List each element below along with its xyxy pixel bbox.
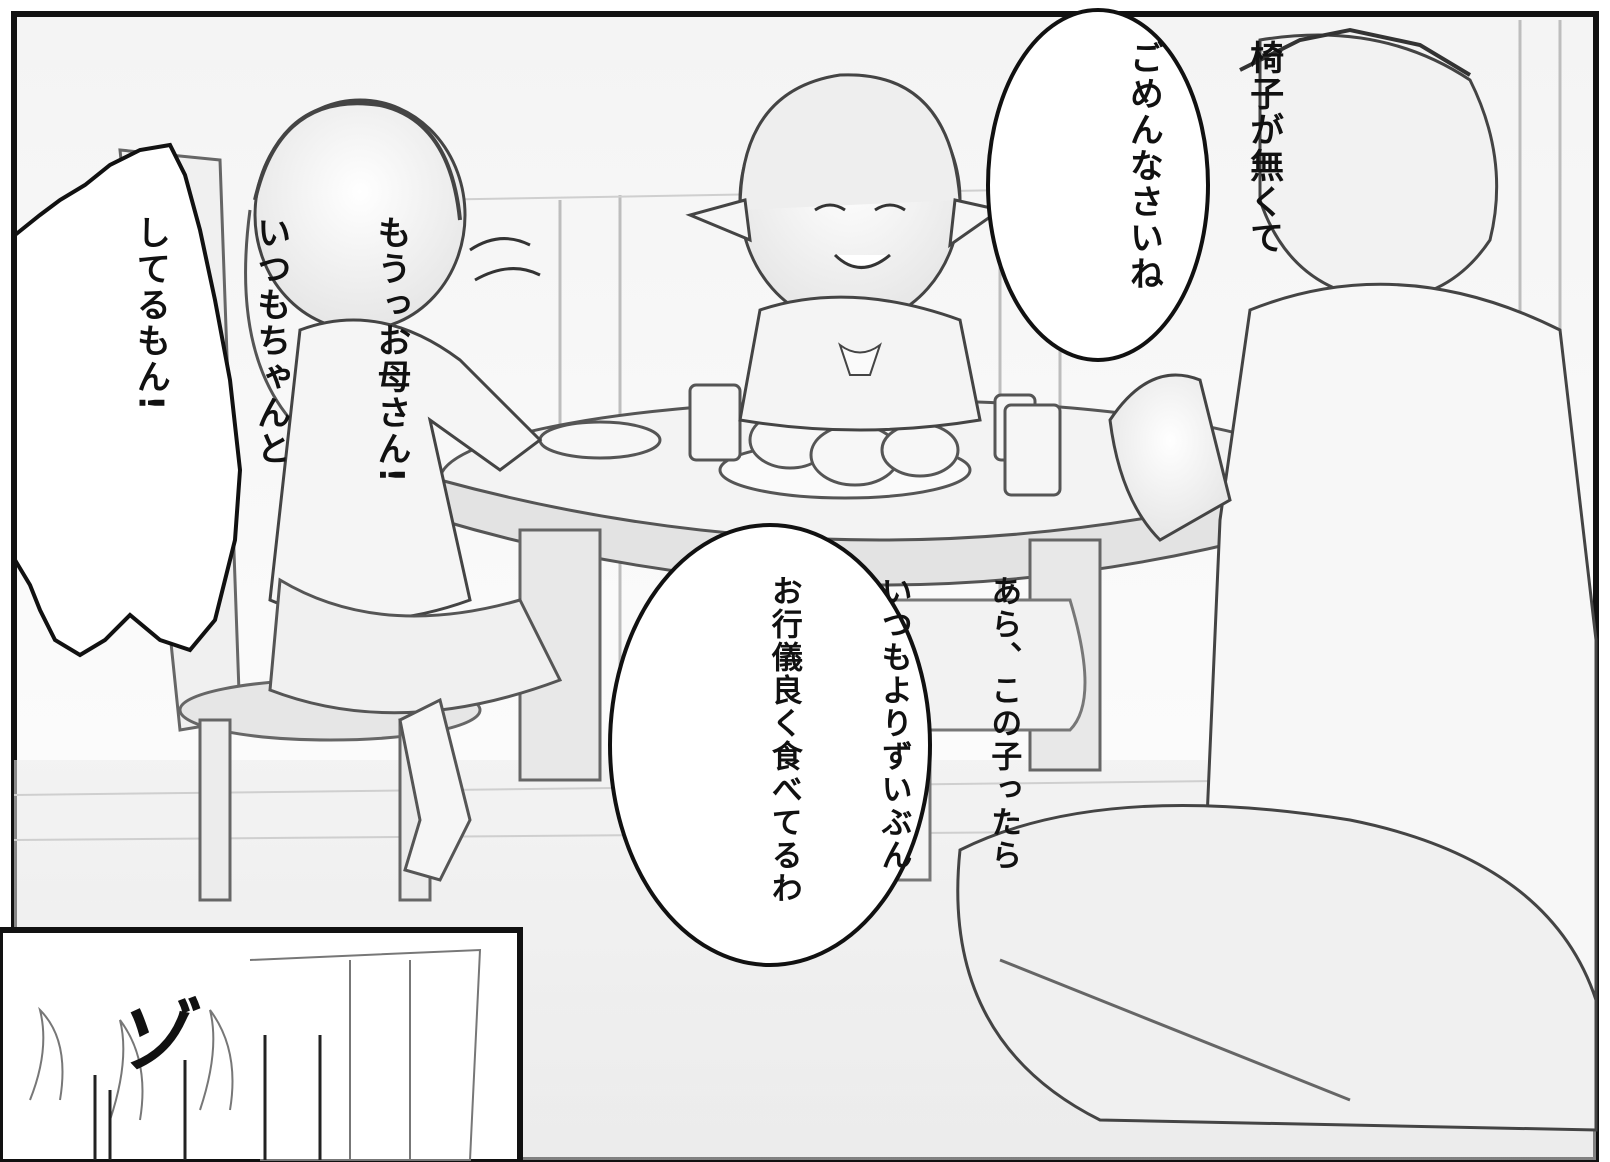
man-back — [956, 27, 1598, 1132]
balloon-line: してるもん! — [130, 215, 171, 413]
balloon-line: あら、この子ったら — [985, 575, 1022, 872]
balloon-line: いつもよりずいぶん — [875, 575, 912, 872]
balloon-center — [608, 523, 932, 967]
balloon-line: ごめんなさいね — [1123, 40, 1164, 292]
balloon-left-text: もうっお母さん! いつもちゃんと してるもん! — [50, 215, 491, 635]
balloon-top-right-text: 椅子が無くて ごめんなさいね — [1043, 40, 1364, 340]
balloon-line: 椅子が無くて — [1243, 40, 1284, 256]
balloon-center-text: あら、この子ったら いつもよりずいぶん お行儀良く食べてるわ — [692, 575, 1094, 935]
balloon-top-right — [986, 8, 1210, 362]
balloon-left — [13, 142, 243, 658]
balloon-line: お行儀良く食べてるわ — [765, 575, 802, 905]
balloon-line: もうっお母さん! — [370, 215, 411, 485]
inset-panel — [0, 927, 523, 1162]
balloon-line: いつもちゃんと — [250, 215, 291, 467]
